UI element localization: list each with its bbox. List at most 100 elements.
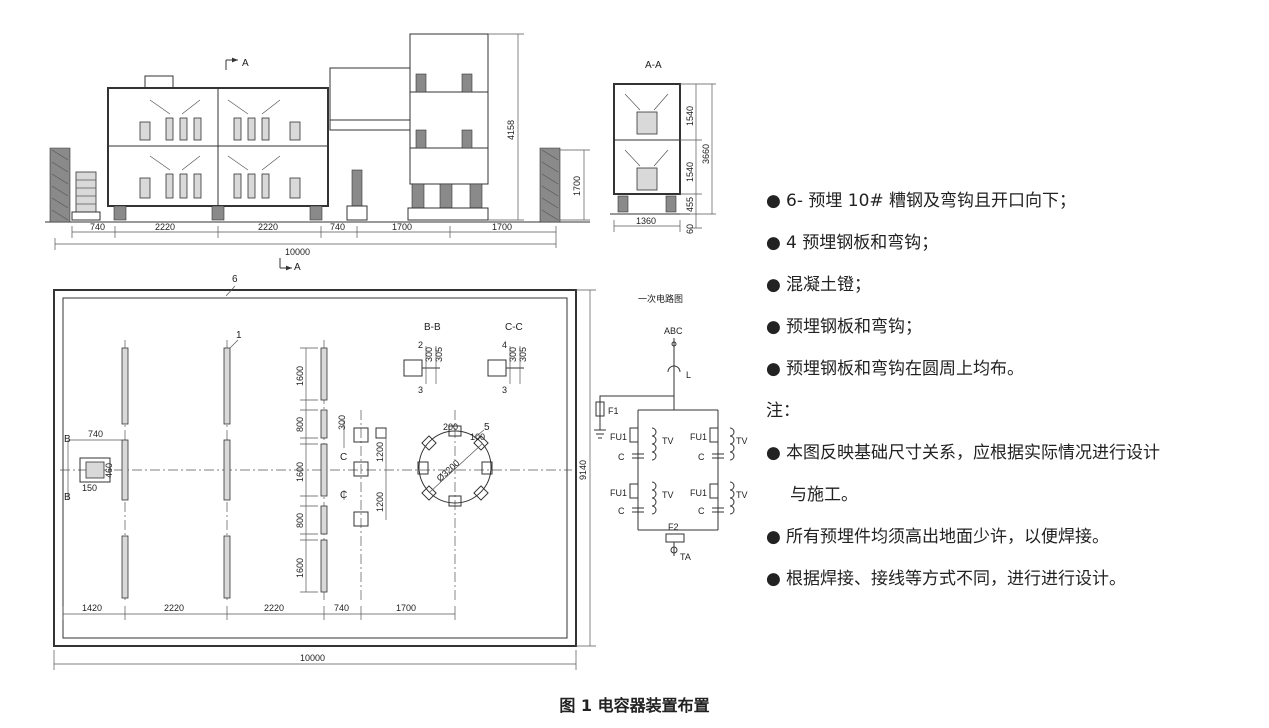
cc-item-4: 4 [502,340,507,350]
notes-panel: ●6- 预埋 10# 糟钢及弯钩且开口向下； ●4 预埋钢板和弯钩； ●混凝土镫… [766,180,1261,600]
remark-text-2: 所有预埋件均须高出地面少许，以便焊接。 [786,527,1109,547]
bb-title: B-B [424,322,441,333]
bb-item-3: 3 [418,385,423,395]
plan-bottom-dim-4: 740 [334,603,349,613]
bullet-icon: ● [766,359,781,379]
aa-dim-3: 455 [685,197,695,212]
plan-vdim-5: 1600 [295,558,305,578]
plan-item-6: 6 [232,274,238,285]
remark-3: ●根据焊接、接线等方式不同，进行进行设计。 [766,558,1261,600]
aa-dim-width: 1360 [636,216,656,226]
aa-dim-4: 60 [685,224,695,234]
capacitor-row-top [139,117,301,141]
plan-dim-100: 100 [470,432,485,442]
aa-dim-2: 1540 [685,162,695,182]
circuit-title: 一次电路图 [638,293,683,304]
circuit-fu1-1: FU1 [610,432,627,442]
note-item-2: ●4 预埋钢板和弯钩； [766,222,1261,264]
elev-dim-1: 740 [90,222,105,232]
elevation-view: A A 740 2220 2220 740 1700 1700 10000 41… [45,33,590,273]
note-item-3: ●混凝土镫； [766,264,1261,306]
circuit-fu1-2: FU1 [610,488,627,498]
elev-dim-2: 2220 [155,222,175,232]
circuit-tv-4: TV [736,490,748,500]
remark-text-3: 根据焊接、接线等方式不同，进行进行设计。 [786,569,1126,589]
capacitor-row-bottom [139,173,301,199]
cc-item-3: 3 [502,385,507,395]
section-aa-title: A-A [645,60,662,71]
elev-dim-5: 1700 [392,222,412,232]
bb-dim-300: 300 [424,347,434,362]
plan-section-b-bottom: B [64,492,71,503]
circuit-c-4: C [698,506,705,516]
circuit-tv-2: TV [662,490,674,500]
elev-dim-4: 740 [330,222,345,232]
remark-2: ●所有预埋件均须高出地面少许，以便焊接。 [766,516,1261,558]
bullet-icon: ● [766,317,781,337]
plan-section-c-top: C [340,452,347,463]
plan-bottom-dim-5: 1700 [396,603,416,613]
cc-dim-300: 300 [508,347,518,362]
remark-text-1: 本图反映基础尺寸关系，应根据实际情况进行设计 [786,443,1160,463]
circuit-c-3: C [698,452,705,462]
notes-heading: 注： [766,401,800,421]
plan-bottom-dim-1: 1420 [82,603,102,613]
bb-dim-305: 305 [434,347,444,362]
plan-dim-1200-a: 1200 [375,442,385,462]
circuit-f1: F1 [608,406,619,416]
bullet-icon: ● [766,569,781,589]
plan-section-b-top: B [64,434,71,445]
plan-dim-1200-b: 1200 [375,492,385,512]
note-text-4: 预埋钢板和弯钩； [786,317,922,337]
cc-title: C-C [505,322,523,333]
bullet-icon: ● [766,191,781,211]
section-mark-a-bottom: A [294,262,301,273]
plan-total-width: 10000 [300,653,325,663]
remark-1: ●本图反映基础尺寸关系，应根据实际情况进行设计 [766,432,1261,474]
bullet-icon: ● [766,233,781,253]
plan-bottom-dim-2: 2220 [164,603,184,613]
note-item-1: ●6- 预埋 10# 糟钢及弯钩且开口向下； [766,180,1261,222]
plan-item-1: 1 [236,330,242,341]
remark-1-continued: 与施工。 [790,485,858,505]
plan-dim-200: 200 [443,422,458,432]
plan-dim-150: 150 [82,483,97,493]
elev-height-short: 1700 [572,176,582,196]
note-text-1: 6- 预埋 10# 糟钢及弯钩且开口向下； [786,191,1077,211]
note-text-2: 4 预埋钢板和弯钩； [786,233,939,253]
aa-dim-total: 3660 [701,144,711,164]
plan-total-height: 9140 [578,460,588,480]
plan-vdim-2: 800 [295,417,305,432]
plan-item-5: 5 [484,422,490,433]
plan-dim-460: 460 [104,463,114,478]
plan-vdim-4: 800 [295,513,305,528]
aa-dim-1: 1540 [685,106,695,126]
bb-item-2: 2 [418,340,423,350]
note-text-3: 混凝土镫； [786,275,871,295]
plan-dim-740-left: 740 [88,429,103,439]
circuit-l: L [686,370,691,380]
bullet-icon: ● [766,527,781,547]
circuit-tv-3: TV [736,436,748,446]
plan-section-c-bottom: C [340,490,347,501]
plan-view: 6 1 1600 800 1600 800 1600 [53,274,596,670]
plan-dim-300: 300 [337,415,347,430]
elev-height-tall: 4158 [506,120,516,140]
bullet-icon: ● [766,275,781,295]
circuit-fu1-4: FU1 [690,488,707,498]
section-aa-view: A-A 1540 1540 455 60 3660 1360 [610,60,716,234]
circuit-c-2: C [618,506,625,516]
note-text-5: 预埋钢板和弯钩在圆周上均布。 [786,359,1024,379]
plan-bottom-dim-3: 2220 [264,603,284,613]
circuit-tv-1: TV [662,436,674,446]
elev-dim-total: 10000 [285,247,310,257]
figure-caption: 图 1 电容器装置布置 [559,696,710,715]
section-mark-a-top: A [242,58,249,69]
note-item-4: ●预埋钢板和弯钩； [766,306,1261,348]
circuit-fu1-3: FU1 [690,432,707,442]
plan-dim-3200: Ø3200 [435,458,462,484]
bullet-icon: ● [766,443,781,463]
note-item-5: ●预埋钢板和弯钩在圆周上均布。 [766,348,1261,390]
plan-vdim-1: 1600 [295,366,305,386]
